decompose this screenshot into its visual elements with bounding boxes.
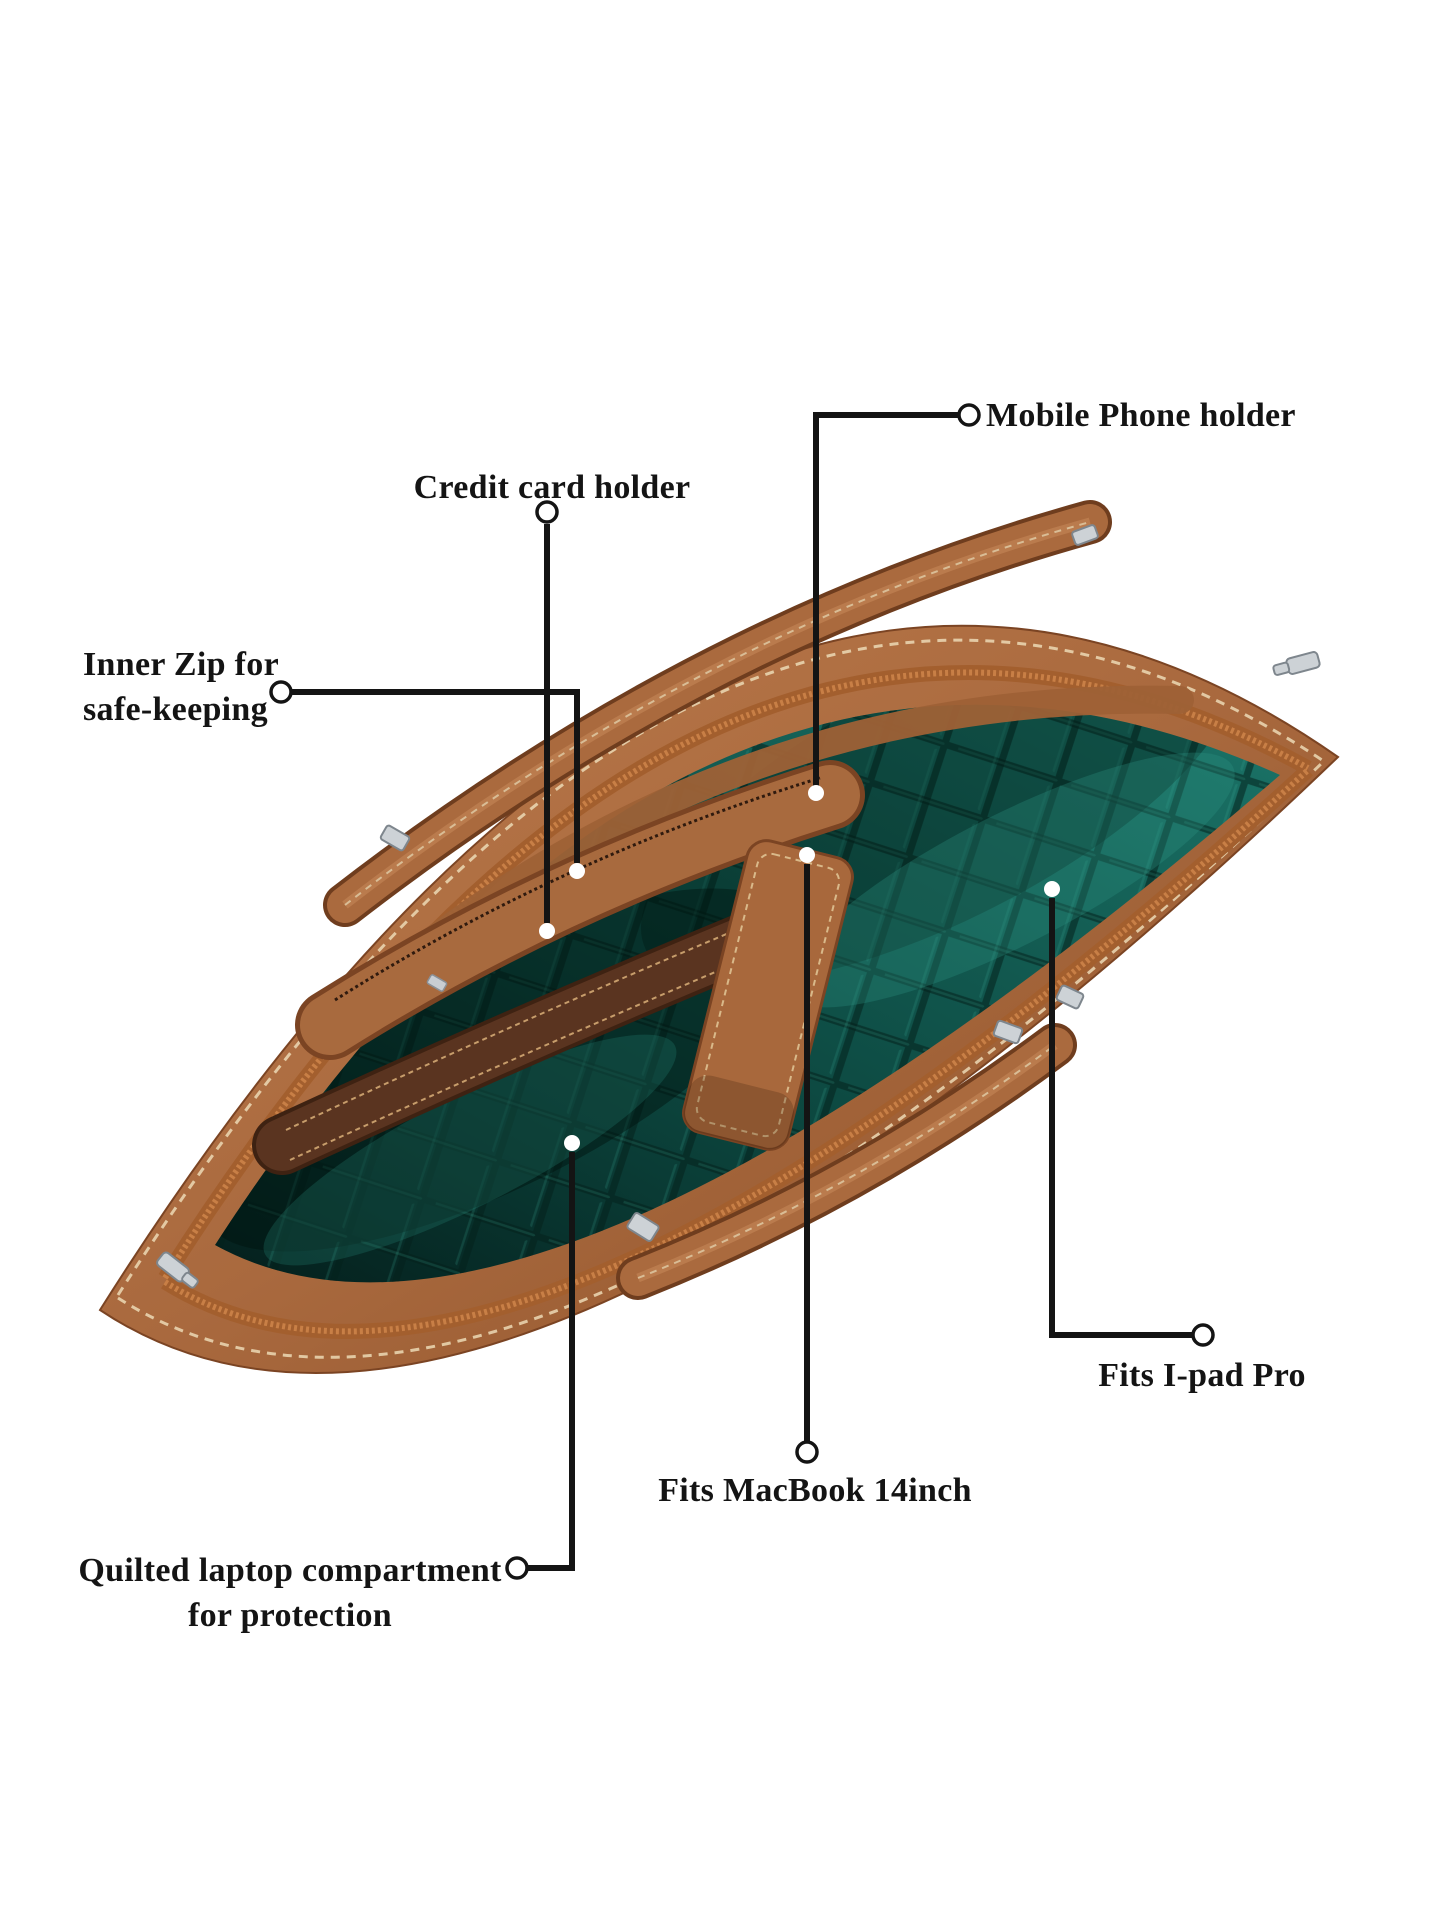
handle-anchor-ring-right-front bbox=[992, 1019, 1024, 1045]
callout-label-fits-ipad-pro: Fits I-pad Pro bbox=[1098, 1357, 1306, 1394]
callout-label-inner-zip-line2: safe-keeping bbox=[83, 691, 268, 728]
callout-dot-fits-ipad-pro bbox=[1044, 881, 1060, 897]
zipper-slider-left bbox=[156, 1251, 199, 1289]
callout-dot-credit-card-holder bbox=[539, 923, 555, 939]
inner-zip-pocket-panel-face bbox=[300, 765, 860, 1055]
handle-anchor-ring-right-back bbox=[1055, 984, 1085, 1010]
callout-dot-mobile-phone-holder bbox=[808, 785, 824, 801]
callout-label-quilted-compartment: Quilted laptop compartment for protectio… bbox=[78, 1548, 501, 1638]
inner-zip-line bbox=[334, 776, 821, 1002]
callout-label-inner-zip-line1: Inner Zip for bbox=[83, 646, 279, 683]
bag-edge-stitching-front bbox=[117, 761, 1324, 1359]
callout-ring-credit-card-holder bbox=[535, 500, 559, 524]
callout-label-credit-card-holder: Credit card holder bbox=[413, 469, 691, 506]
handle-anchor-ring-top bbox=[1071, 524, 1099, 546]
callout-ring-fits-macbook bbox=[795, 1440, 819, 1464]
callout-ring-fits-ipad-pro bbox=[1191, 1323, 1215, 1347]
callout-line-mobile-phone-holder bbox=[813, 412, 958, 786]
zipper-teeth-front bbox=[163, 767, 1311, 1335]
callout-dot-quilted-compartment bbox=[564, 1135, 580, 1151]
center-strap bbox=[682, 839, 854, 1151]
callout-dot-inner-zip bbox=[569, 863, 585, 879]
strap-keeper-front bbox=[626, 1212, 660, 1242]
front-handle bbox=[616, 1023, 1077, 1300]
callout-line-quilted-compartment bbox=[528, 1152, 575, 1571]
callout-label-inner-zip: Inner Zip for safe-keeping bbox=[83, 642, 279, 732]
callout-dot-fits-macbook bbox=[799, 847, 815, 863]
callout-line-fits-ipad-pro bbox=[1049, 898, 1192, 1338]
callout-line-inner-zip bbox=[292, 689, 580, 863]
callout-ring-mobile-phone-holder bbox=[957, 403, 981, 427]
callout-ring-inner-zip bbox=[269, 680, 293, 704]
card-organizer bbox=[256, 906, 796, 1171]
card-organizer-stitch-2 bbox=[289, 947, 773, 1161]
callout-label-mobile-phone-holder: Mobile Phone holder bbox=[986, 397, 1296, 434]
callout-ring-quilted-compartment bbox=[505, 1556, 529, 1580]
bag-edge-stitching-back bbox=[116, 638, 1323, 1296]
zipper-slider-right bbox=[1272, 651, 1321, 676]
back-handle bbox=[323, 500, 1112, 927]
callout-label-fits-macbook: Fits MacBook 14inch bbox=[658, 1472, 972, 1509]
callout-label-quilted-line2: for protection bbox=[187, 1597, 393, 1634]
callout-label-quilted-line1: Quilted laptop compartment bbox=[78, 1552, 502, 1589]
inner-zip-pull bbox=[426, 974, 448, 992]
handle-anchor-ring-left bbox=[379, 824, 411, 852]
